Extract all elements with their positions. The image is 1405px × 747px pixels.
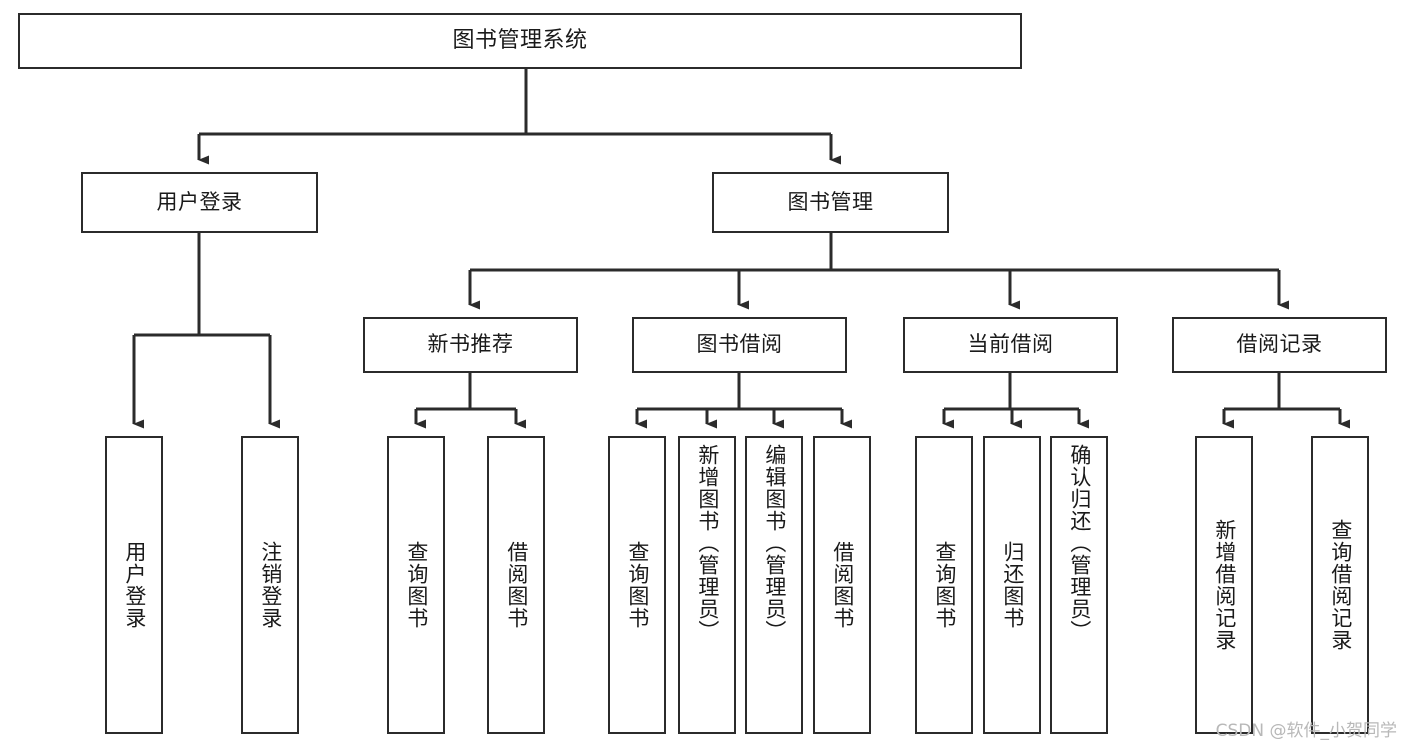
node-root-book-management-system[interactable]: 图书管理系统	[18, 13, 1022, 69]
leaf-query-book-new-book[interactable]: 查询图书	[387, 436, 445, 734]
node-borrowing-record[interactable]: 借阅记录	[1172, 317, 1387, 373]
leaf-borrow-book-new-book[interactable]: 借阅图书	[487, 436, 545, 734]
leaf-add-book-admin[interactable]: 新增图书（管理员）	[678, 436, 736, 734]
node-label: 注销登录	[258, 541, 283, 629]
leaf-user-login[interactable]: 用户登录	[105, 436, 163, 734]
node-label: 借阅记录	[1236, 332, 1323, 357]
node-label: 新书推荐	[427, 332, 514, 357]
node-label: 查询图书	[932, 541, 957, 629]
node-current-borrowing[interactable]: 当前借阅	[903, 317, 1118, 373]
node-label: 图书借阅	[696, 332, 783, 357]
leaf-borrow-book-borrowing[interactable]: 借阅图书	[813, 436, 871, 734]
leaf-query-book-current[interactable]: 查询图书	[915, 436, 973, 734]
leaf-query-book-borrowing[interactable]: 查询图书	[608, 436, 666, 734]
node-label: 归还图书	[1000, 541, 1025, 629]
node-label: 新增图书（管理员）	[695, 444, 720, 642]
node-label: 借阅图书	[830, 541, 855, 629]
node-label: 新增借阅记录	[1212, 519, 1237, 651]
node-label: 查询图书	[404, 541, 429, 629]
leaf-return-book[interactable]: 归还图书	[983, 436, 1041, 734]
node-label: 当前借阅	[967, 332, 1054, 357]
leaf-edit-book-admin[interactable]: 编辑图书（管理员）	[745, 436, 803, 734]
node-book-borrowing[interactable]: 图书借阅	[632, 317, 847, 373]
node-book-management[interactable]: 图书管理	[712, 172, 949, 233]
node-label: 用户登录	[156, 189, 243, 214]
node-label: 用户登录	[122, 541, 147, 629]
node-label: 确认归还（管理员）	[1067, 444, 1092, 642]
node-label: 图书管理	[787, 189, 874, 214]
leaf-logout-login[interactable]: 注销登录	[241, 436, 299, 734]
csdn-watermark: CSDN @软件_小贺同学	[1215, 721, 1397, 741]
leaf-query-borrow-record[interactable]: 查询借阅记录	[1311, 436, 1369, 734]
node-label: 查询图书	[625, 541, 650, 629]
node-new-book-recommendation[interactable]: 新书推荐	[363, 317, 578, 373]
leaf-add-borrow-record[interactable]: 新增借阅记录	[1195, 436, 1253, 734]
leaf-confirm-return-admin[interactable]: 确认归还（管理员）	[1050, 436, 1108, 734]
node-label: 图书管理系统	[452, 27, 588, 53]
node-user-login[interactable]: 用户登录	[81, 172, 318, 233]
node-label: 查询借阅记录	[1328, 519, 1353, 651]
node-label: 编辑图书（管理员）	[762, 444, 787, 642]
node-label: 借阅图书	[504, 541, 529, 629]
